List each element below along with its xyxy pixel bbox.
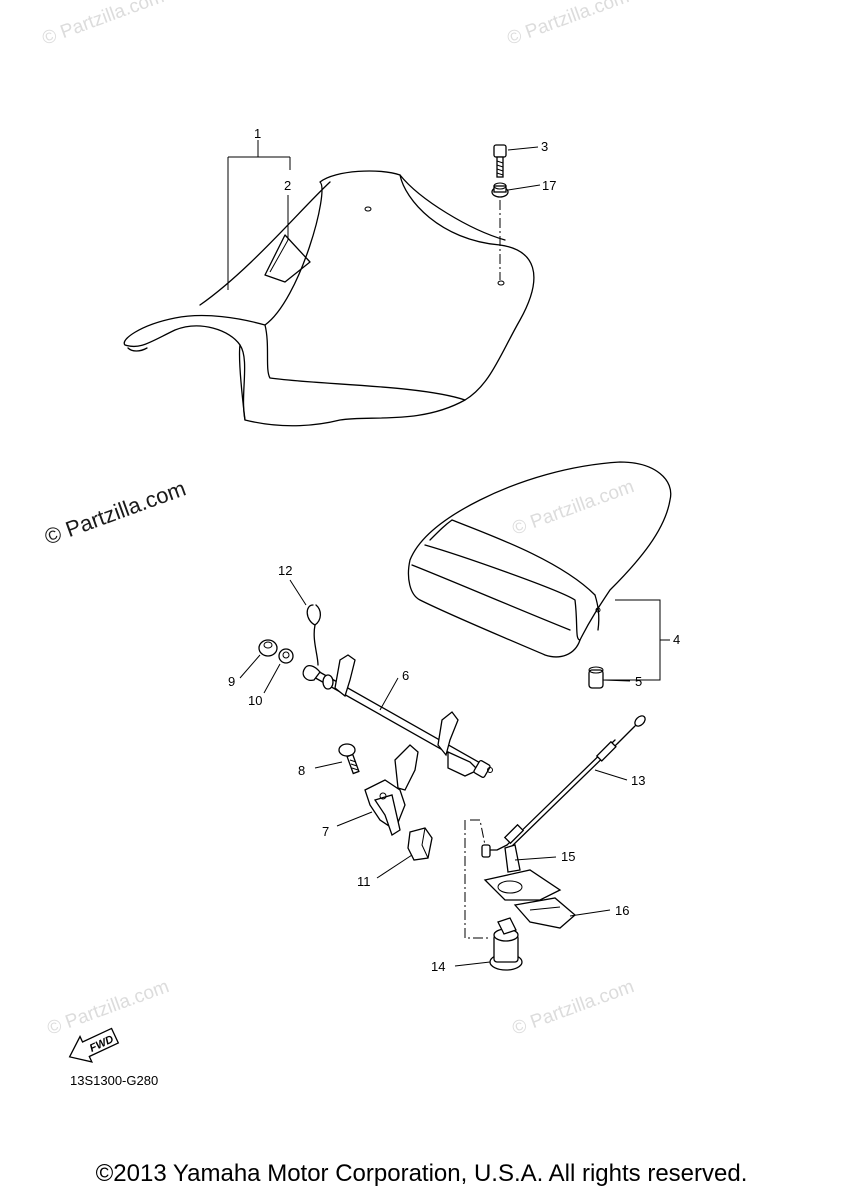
assembly-line [464, 820, 490, 939]
watermark: © Partzilla.com [40, 0, 167, 50]
assembly-line [470, 819, 486, 846]
diagram-code: 13S1300-G280 [70, 1073, 159, 1088]
callout-17: 17 [542, 178, 556, 193]
copyright-notice: ©2013 Yamaha Motor Corporation, U.S.A. A… [95, 1160, 748, 1187]
collar-and-bushing [258, 639, 294, 664]
callout-2: 2 [284, 178, 291, 193]
callout-1: 1 [254, 126, 261, 141]
lock-shaft [302, 654, 493, 778]
watermark: © Partzilla.com [510, 476, 637, 540]
callout-11: 11 [357, 874, 371, 889]
fwd-label: FWD [88, 1033, 116, 1054]
callout-numbers: 1 2 3 17 4 5 12 9 10 6 8 7 11 13 15 16 1… [228, 126, 680, 974]
cable-13 [481, 715, 646, 858]
callout-9: 9 [228, 674, 235, 689]
bolt-8 [338, 743, 360, 775]
clip-12 [306, 604, 322, 666]
nut-5 [588, 666, 604, 689]
callout-8: 8 [298, 763, 305, 778]
callout-12: 12 [278, 563, 292, 578]
damper-11 [407, 827, 433, 861]
bracket-7 [364, 744, 419, 836]
leader-lines [227, 140, 670, 967]
callout-14: 14 [431, 959, 445, 974]
callout-13: 13 [631, 773, 645, 788]
watermark: © Partzilla.com [510, 976, 637, 1040]
rider-seat [123, 170, 535, 427]
bolt-and-washer [491, 144, 509, 280]
callout-5: 5 [635, 674, 642, 689]
plate-15 [483, 844, 562, 901]
callout-3: 3 [541, 139, 548, 154]
plate-16 [513, 897, 576, 929]
callout-7: 7 [322, 824, 329, 839]
callout-16: 16 [615, 903, 629, 918]
watermark: © Partzilla.com [505, 0, 632, 50]
fwd-arrow-icon: FWD [68, 1027, 120, 1063]
callout-15: 15 [561, 849, 575, 864]
lock-cylinder-14 [489, 917, 523, 971]
callout-6: 6 [402, 668, 409, 683]
callout-4: 4 [673, 632, 680, 647]
watermark-main: © Partzilla.com [41, 476, 189, 550]
callout-10: 10 [248, 693, 262, 708]
